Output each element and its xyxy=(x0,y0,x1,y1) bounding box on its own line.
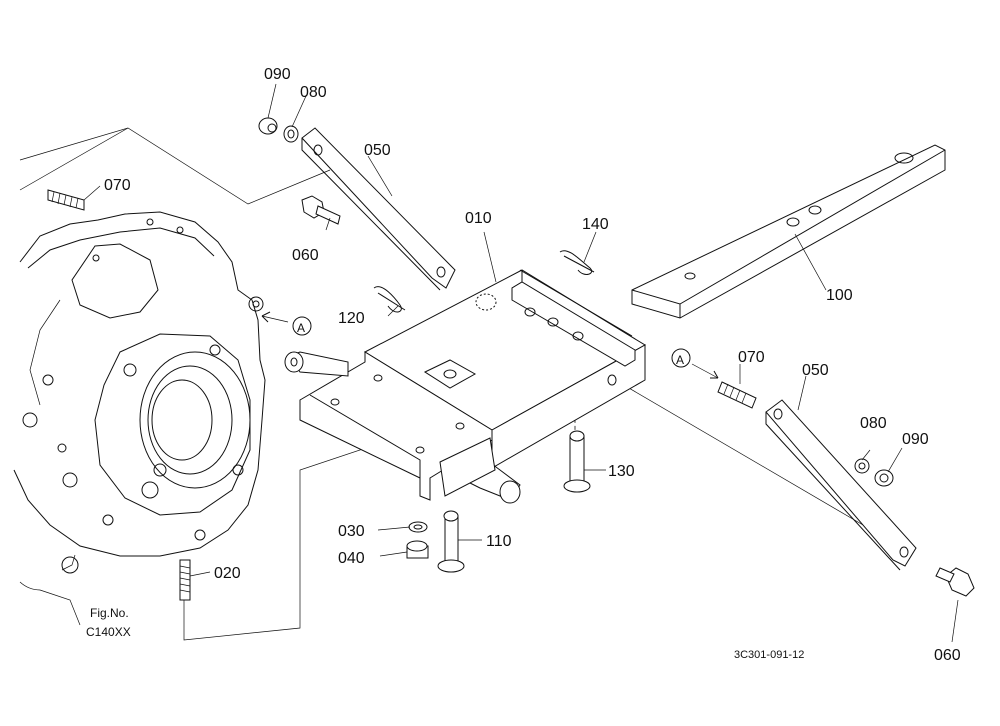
label-part-140: 140 xyxy=(582,216,609,233)
label-part-130: 130 xyxy=(608,463,635,480)
label-part-050-upper: 050 xyxy=(364,142,391,159)
transmission-housing xyxy=(13,211,266,591)
label-part-010: 010 xyxy=(465,210,492,227)
label-part-070-lower: 070 xyxy=(738,349,765,366)
callout-leaders xyxy=(83,83,959,643)
label-part-100: 100 xyxy=(826,287,853,304)
fig-number-value: C140XX xyxy=(86,625,131,639)
label-part-060-upper: 060 xyxy=(292,247,319,264)
drawing-reference-code: 3C301-091-12 xyxy=(734,649,804,661)
label-part-030: 030 xyxy=(338,523,365,540)
drawbar xyxy=(631,144,946,319)
label-part-040: 040 xyxy=(338,550,365,567)
hardware xyxy=(47,117,975,601)
stay-lower xyxy=(765,399,917,571)
label-part-090-upper: 090 xyxy=(264,66,291,83)
stay-upper xyxy=(301,127,456,291)
label-part-080-lower: 080 xyxy=(860,415,887,432)
marker-a-right xyxy=(671,348,691,368)
marker-a-left xyxy=(292,316,312,336)
marker-a-left-label: A xyxy=(297,321,305,335)
fig-number-label: Fig.No. xyxy=(90,606,129,620)
label-part-120: 120 xyxy=(338,310,365,327)
marker-a-right-label: A xyxy=(676,353,684,367)
label-part-060-lower: 060 xyxy=(934,647,961,664)
label-part-080-upper: 080 xyxy=(300,84,327,101)
drawbar-bracket xyxy=(284,269,646,504)
label-part-070-upper: 070 xyxy=(104,177,131,194)
label-part-020: 020 xyxy=(214,565,241,582)
label-part-110: 110 xyxy=(486,533,512,550)
label-part-050-lower: 050 xyxy=(802,362,829,379)
label-part-090-lower: 090 xyxy=(902,431,929,448)
